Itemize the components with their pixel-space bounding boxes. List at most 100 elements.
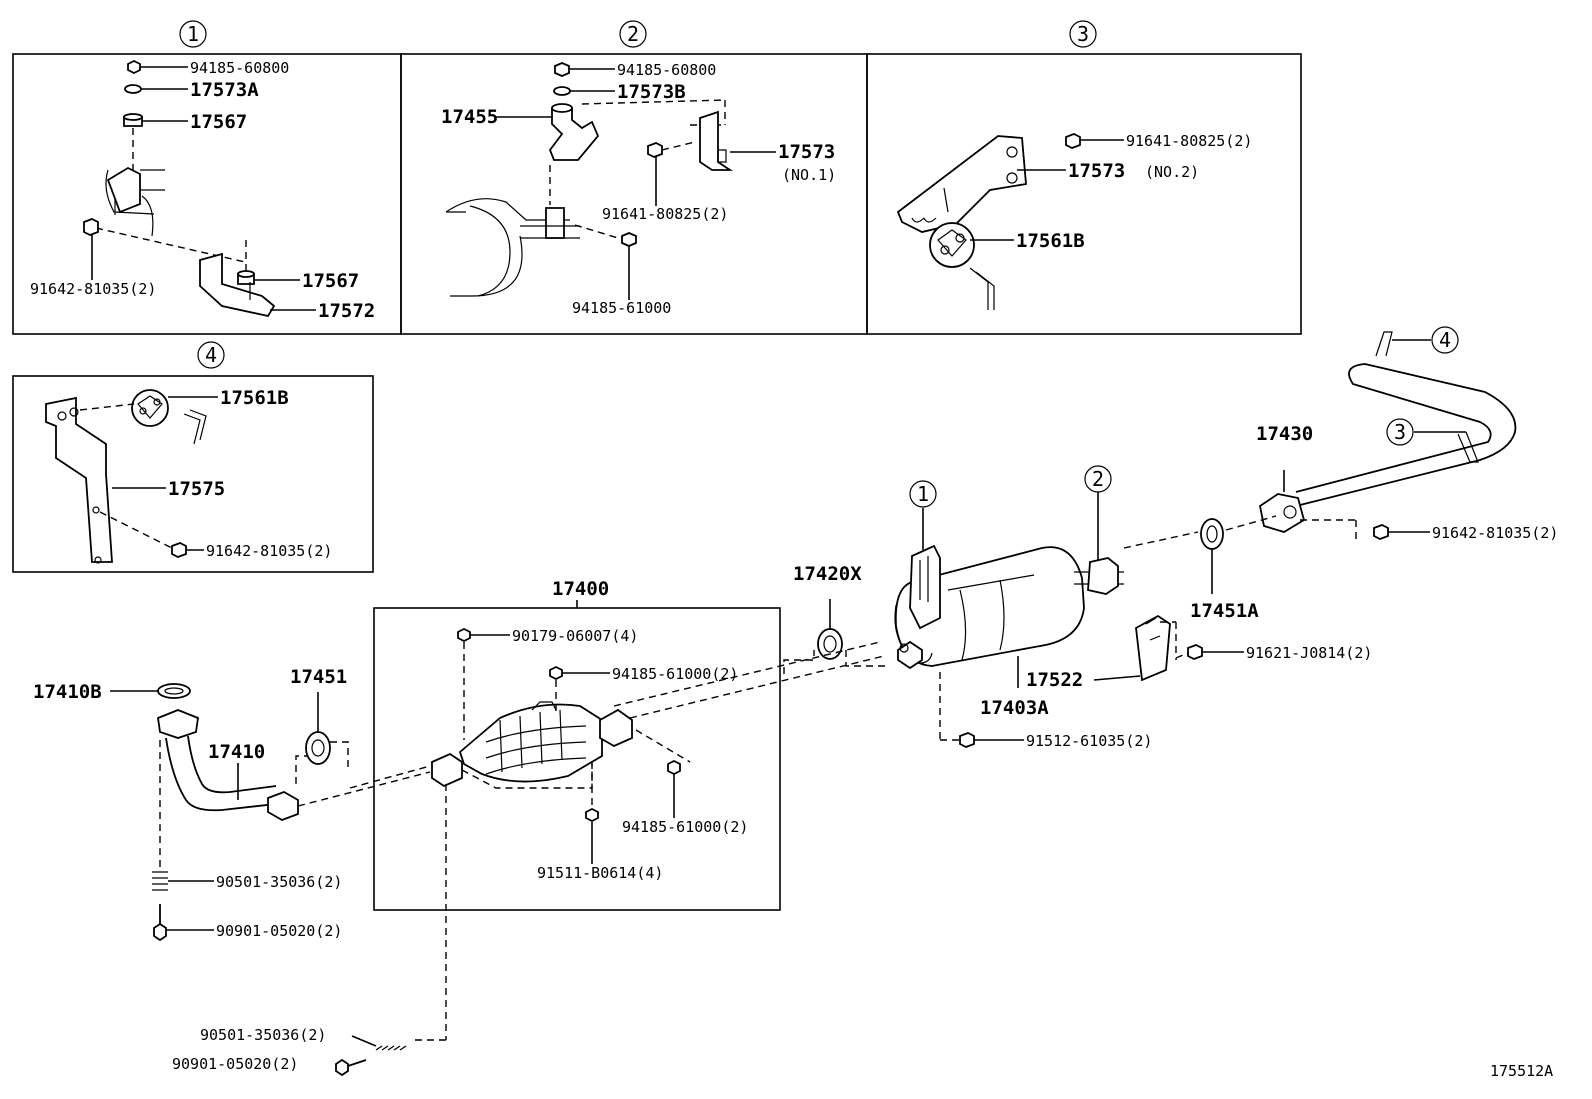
tail-pipe-icon [1295, 363, 1517, 506]
part-number-label: 90901-05020(2) [216, 922, 342, 940]
panel-1: 94185-60800 17573A 17567 91642-81035(2) … [30, 59, 375, 322]
front-pipe-icon [165, 735, 277, 812]
bolt-icon [1065, 133, 1081, 149]
flange-icon [599, 708, 633, 748]
part-number-label: 17567 [190, 111, 247, 133]
callout-1-top: 1 [179, 20, 207, 48]
bolt-icon [153, 904, 167, 942]
part-number-label: 17403A [980, 697, 1049, 719]
gasket-icon [305, 731, 331, 765]
flange-icon [157, 709, 199, 739]
part-number-label: 17573 [1068, 160, 1125, 182]
part-number-label: 1 [917, 482, 929, 506]
hanger-bracket-icon [909, 544, 941, 630]
nut-icon [1373, 524, 1389, 540]
part-number-label: 17451 [290, 666, 347, 688]
part-number-label: 17455 [441, 106, 498, 128]
bolt-icon [83, 218, 99, 236]
part-number-label: 91642-81035(2) [206, 542, 332, 560]
part-number-label: 3 [1394, 420, 1406, 444]
panel-4: 17561B 17575 91642-81035(2) [45, 387, 332, 564]
bolt-icon [1187, 644, 1203, 660]
part-number-label: 91511-B0614(4) [537, 864, 663, 882]
part-number-label: 17420X [793, 563, 862, 585]
part-number-label: 94185-60800 [190, 59, 289, 77]
part-number-label: (NO.1) [782, 166, 836, 184]
part-number-label: 17400 [552, 578, 609, 600]
catalytic-converter-group: 17400 90179-06007(4) 94185-61000(2) 9418… [431, 578, 885, 882]
part-number-label: 17522 [1026, 669, 1083, 691]
callout-4-top: 4 [197, 341, 225, 369]
part-number-label: 17573B [617, 81, 686, 103]
bracket-icon [199, 252, 276, 318]
ring-gasket-icon [157, 683, 191, 699]
part-number-label: 2 [627, 22, 639, 46]
flange-icon [897, 640, 923, 670]
part-number-label: 90501-35036(2) [216, 873, 342, 891]
part-number-label: 91641-80825(2) [602, 205, 728, 223]
nut-icon [554, 62, 570, 77]
panel-2: 94185-60800 17573B 17455 17573 (NO.1) 91… [441, 61, 836, 317]
washer-icon [553, 86, 571, 96]
part-number-label: 17410B [33, 681, 102, 703]
part-number-label: 17572 [318, 300, 375, 322]
part-number-label: 4 [1439, 328, 1451, 352]
nut-icon [621, 232, 637, 247]
bolt-icon [647, 142, 663, 158]
bracket-no1-icon [699, 110, 733, 171]
part-number-label: 1 [187, 22, 199, 46]
spring-icon [375, 1045, 407, 1051]
part-number-label: 4 [205, 343, 217, 367]
part-number-label: 17561B [220, 387, 289, 409]
spring-icon [152, 871, 168, 891]
hanger-bracket-icon [548, 107, 600, 161]
part-number-label: 17410 [208, 741, 265, 763]
nut-icon [549, 665, 563, 681]
nut-icon [127, 59, 141, 75]
part-number-label: 90901-05020(2) [172, 1055, 298, 1073]
muffler-group: 1 2 17403A 17522 91621-J0814(2) 91512-61… [894, 465, 1372, 750]
gasket-17451a: 17451A [1123, 515, 1277, 622]
flange-icon [267, 791, 299, 821]
part-number-label: 94185-60800 [617, 61, 716, 79]
nut-icon [457, 627, 471, 643]
flange-icon [431, 752, 463, 788]
front-pipe-group: 17410B 17410 17451 90501-35036(2) 90901-… [33, 666, 447, 1077]
part-number-label: 2 [1092, 467, 1104, 491]
panel-3-frame [866, 53, 1302, 335]
bracket-no2-icon [896, 135, 1027, 233]
callout-2-top: 2 [619, 20, 647, 48]
rubber-hanger-icon [929, 222, 975, 268]
part-number-label: 94185-61000 [572, 299, 671, 317]
panel-4-frame [12, 375, 374, 573]
panel-3: 91641-80825(2) 17573 (NO.2) 17561B [896, 132, 1252, 310]
part-number-label: 17430 [1256, 423, 1313, 445]
part-number-label: 17573A [190, 79, 259, 101]
gasket-17420x: 17420X [783, 563, 890, 674]
part-number-label: 91621-J0814(2) [1246, 644, 1372, 662]
part-number-label: 91641-80825(2) [1126, 132, 1252, 150]
part-number-label: 91512-61035(2) [1026, 732, 1152, 750]
part-number-label: 91642-81035(2) [30, 280, 156, 298]
part-number-label: 3 [1077, 22, 1089, 46]
tail-pipe-group: 17430 4 3 91642-81035(2) [1256, 326, 1558, 542]
part-number-label: 17575 [168, 478, 225, 500]
part-number-label: 17561B [1016, 230, 1085, 252]
part-number-label: 17451A [1190, 600, 1259, 622]
part-number-label: 91642-81035(2) [1432, 524, 1558, 542]
part-number-label: 90179-06007(4) [512, 627, 638, 645]
part-number-label: 90501-35036(2) [200, 1026, 326, 1044]
bracket-17575-icon [45, 396, 113, 563]
heat-insulator-icon [1135, 614, 1171, 682]
rubber-hanger-icon [131, 389, 169, 427]
nut-icon [667, 759, 681, 776]
part-number-label: 17573 [778, 141, 835, 163]
part-number-label: 94185-61000(2) [612, 665, 738, 683]
flange-icon [1258, 493, 1306, 533]
part-number-label: 94185-61000(2) [622, 818, 748, 836]
bolt-icon [585, 807, 599, 823]
drawing-reference: 175512A [1490, 1062, 1553, 1080]
bolt-icon [335, 1058, 367, 1077]
washer-icon [124, 84, 142, 94]
